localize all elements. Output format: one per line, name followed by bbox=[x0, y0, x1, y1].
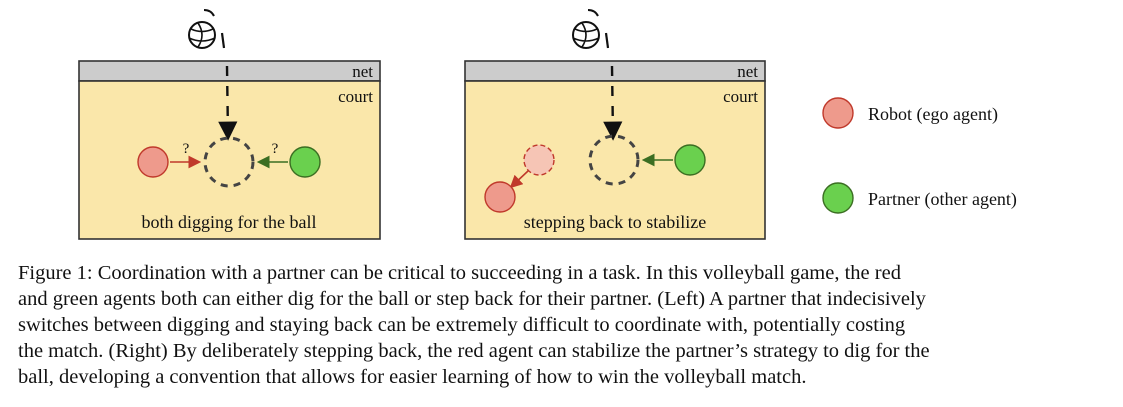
panel-label: stepping back to stabilize bbox=[524, 212, 706, 232]
court-label: court bbox=[723, 87, 758, 106]
legend: Robot (ego agent) Partner (other agent) bbox=[822, 97, 1017, 214]
net-label: net bbox=[737, 62, 758, 81]
panel-label: both digging for the ball bbox=[142, 212, 317, 232]
figure-caption: Figure 1: Coordination with a partner ca… bbox=[18, 260, 1113, 390]
legend-partner-label: Partner (other agent) bbox=[868, 189, 1017, 210]
legend-robot-label: Robot (ego agent) bbox=[868, 104, 998, 125]
legend-partner-swatch bbox=[822, 182, 854, 214]
robot-uncertainty-label: ? bbox=[183, 141, 190, 157]
caption-line: ball, developing a convention that allow… bbox=[18, 366, 807, 388]
partner-agent bbox=[674, 144, 706, 176]
landing-spot bbox=[203, 136, 255, 188]
figure-diagram: net court ? ? both digging for the ball … bbox=[78, 9, 1017, 240]
court bbox=[464, 80, 766, 240]
partner-uncertainty-label: ? bbox=[272, 141, 279, 157]
caption-line: switches between digging and staying bac… bbox=[18, 314, 906, 336]
caption-line: Figure 1: Coordination with a partner ca… bbox=[18, 262, 901, 284]
volleyball-icon bbox=[572, 9, 610, 49]
robot-step-back-arrow bbox=[509, 170, 529, 189]
partner-agent bbox=[289, 146, 321, 178]
robot-agent bbox=[484, 181, 516, 213]
net bbox=[464, 60, 766, 82]
court bbox=[78, 80, 381, 240]
net-label: net bbox=[352, 62, 373, 81]
court-label: court bbox=[338, 87, 373, 106]
caption-line: and green agents both can either dig for… bbox=[18, 288, 926, 310]
right-panel: net court stepping back to stabilize bbox=[464, 9, 766, 240]
legend-robot-swatch bbox=[822, 97, 854, 129]
robot-previous-position bbox=[523, 144, 555, 176]
volleyball-icon bbox=[188, 9, 226, 49]
robot-agent bbox=[137, 146, 169, 178]
left-panel: net court ? ? both digging for the ball bbox=[78, 9, 381, 240]
net bbox=[78, 60, 381, 82]
landing-spot bbox=[588, 134, 640, 186]
caption-line: the match. (Right) By deliberately stepp… bbox=[18, 340, 930, 362]
